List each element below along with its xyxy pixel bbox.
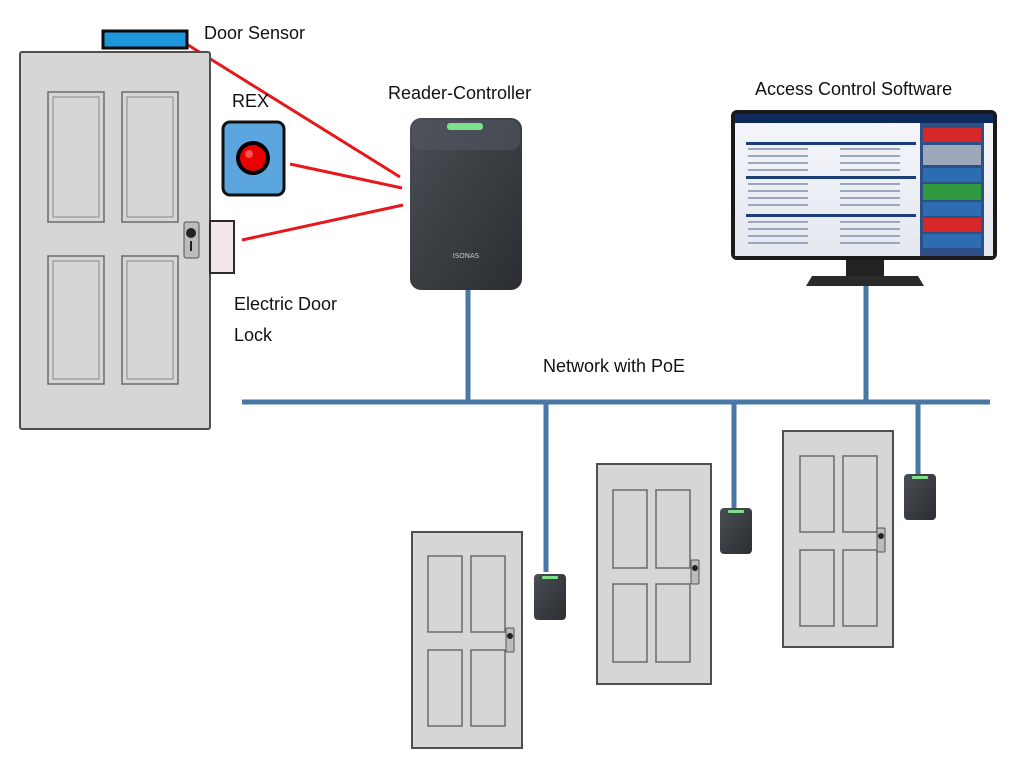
door-knob-icon bbox=[876, 527, 886, 553]
door-knob-icon bbox=[183, 221, 200, 259]
card-reader-icon-1 bbox=[534, 574, 566, 620]
rex-label: REX bbox=[232, 91, 270, 111]
door-sensor-label: Door Sensor bbox=[204, 23, 306, 43]
reader-controller-icon: ISONAS bbox=[410, 118, 522, 290]
reader-brand: ISONAS bbox=[453, 252, 480, 260]
door-sensor-icon bbox=[101, 29, 189, 50]
electric-door-lock-label-line1: Electric Door bbox=[234, 294, 338, 314]
wiring bbox=[187, 43, 404, 242]
access-control-software-label: Access Control Software bbox=[755, 79, 953, 99]
door-1 bbox=[411, 531, 523, 749]
network-label: Network with PoE bbox=[543, 356, 686, 376]
network-lines bbox=[242, 285, 990, 572]
electric-lock-icon bbox=[209, 220, 235, 274]
monitor-screen-rows bbox=[748, 148, 900, 244]
card-reader-icon-3 bbox=[904, 474, 936, 520]
main-door bbox=[19, 51, 211, 430]
wire-lock bbox=[241, 203, 404, 242]
wire-rex bbox=[289, 162, 403, 190]
monitor-icon bbox=[731, 110, 997, 286]
wire-door-sensor bbox=[187, 43, 401, 179]
reader-controller-label: Reader-Controller bbox=[388, 83, 532, 103]
electric-door-lock-label-line2: Lock bbox=[234, 325, 273, 345]
door-knob-icon bbox=[690, 559, 700, 585]
card-reader-icon-2 bbox=[720, 508, 752, 554]
rex-button-icon bbox=[221, 120, 286, 197]
door-2 bbox=[596, 463, 712, 685]
door-knob-icon bbox=[505, 627, 515, 653]
door-3 bbox=[782, 430, 894, 648]
